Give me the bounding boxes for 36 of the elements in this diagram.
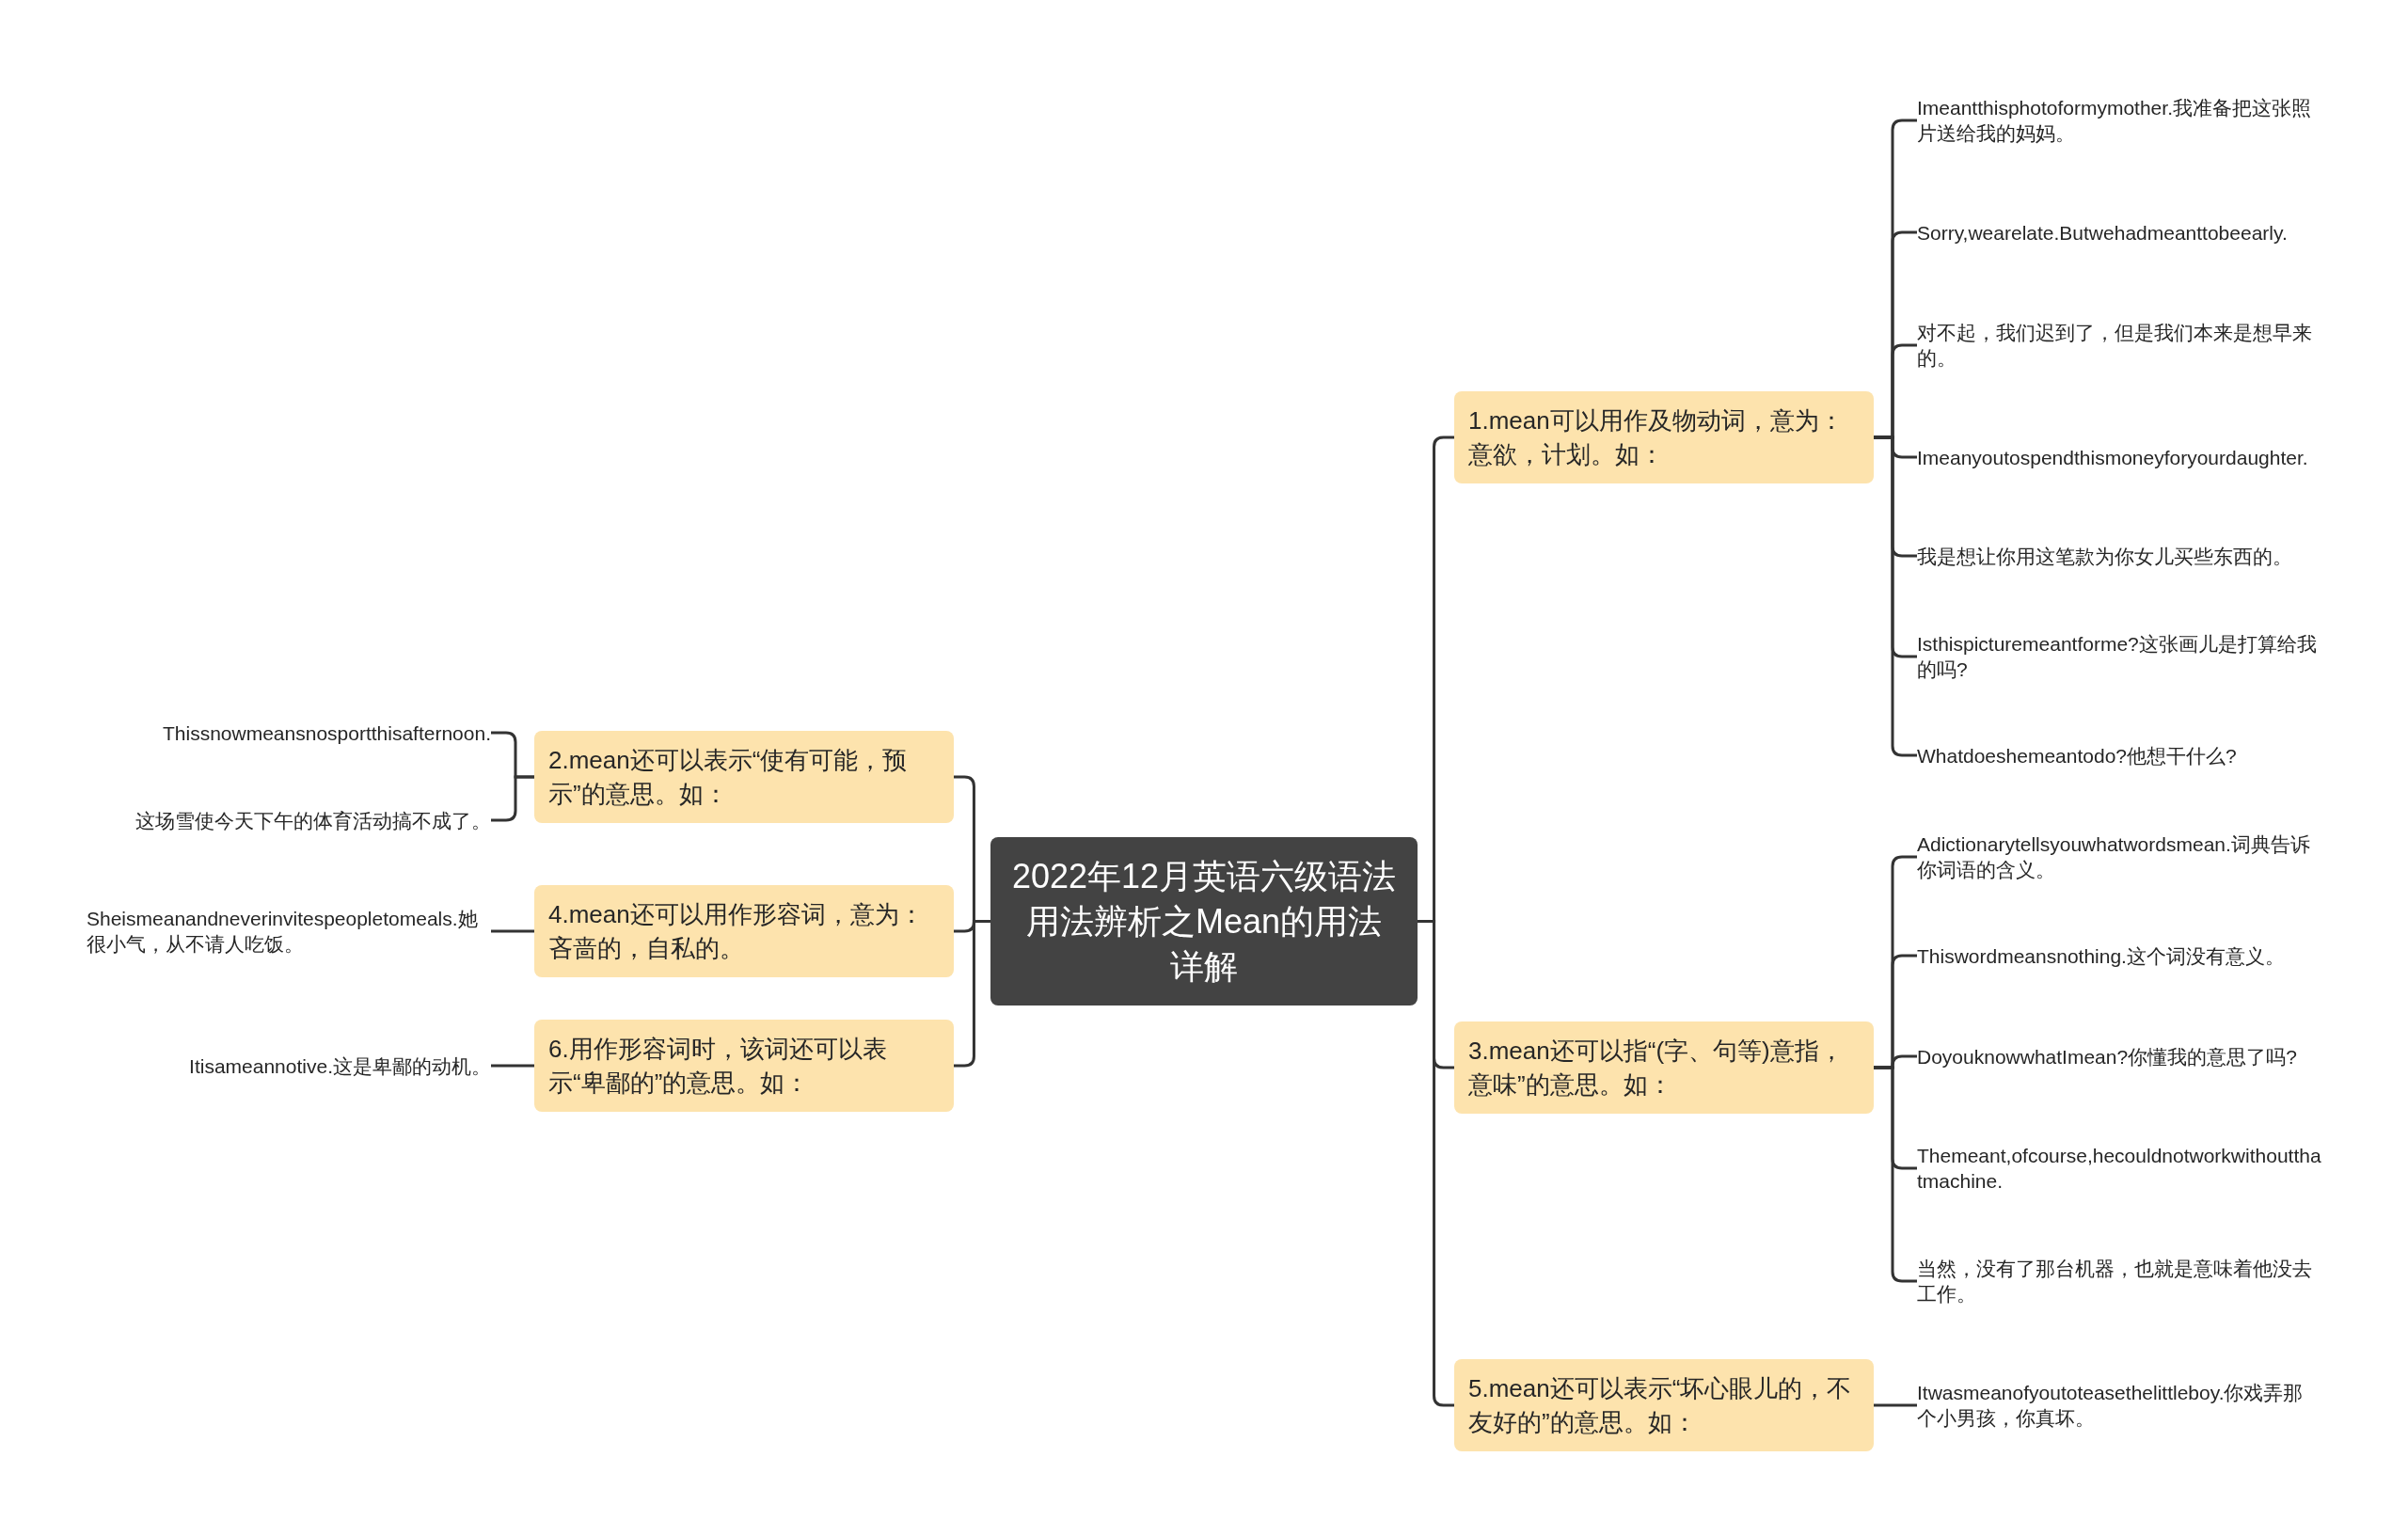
example-sentence: Thissnowmeansnosportthisafternoon. xyxy=(162,720,491,746)
example-sentence: 对不起，我们迟到了，但是我们本来是想早来的。 xyxy=(1917,321,2313,371)
example-sentence: Sorry,wearelate.Butwehadmeanttobeearly. xyxy=(1917,220,2288,245)
subtopic-text: 3.mean还可以指“(字、句等)意指，意味”的意思。如： xyxy=(1468,1036,1845,1101)
connector-line xyxy=(491,775,534,822)
subtopic-text: 1.mean可以用作及物动词，意为：意欲，计划。如： xyxy=(1468,405,1845,470)
subtopic-box xyxy=(1454,391,1874,483)
example-sentence: Itisameannotive.这是卑鄙的动机。 xyxy=(189,1053,491,1079)
connector-line xyxy=(491,1064,534,1068)
subtopic-text: 6.用作形容词时，该词还可以表示“卑鄙的”的意思。如： xyxy=(548,1034,888,1099)
example-sentence: Thiswordmeansnothing.这个词没有意义。 xyxy=(1917,943,2285,969)
example-sentence: 我是想让你用这笔款为你女儿买些东西的。 xyxy=(1917,544,2292,569)
central-topic-text: 2022年12月英语六级语法用法辨析之Mean的用法详解 xyxy=(1011,855,1397,988)
example-sentence: Itwasmeanofyoutoteasethelittleboy.你戏弄那个小男孩，你真坏。 xyxy=(1917,1381,2305,1431)
example-sentence: 这场雪使今天下午的体育活动搞不成了。 xyxy=(135,808,491,833)
subtopic-text: 2.mean还可以表示“使有可能，预示”的意思。如： xyxy=(548,745,909,810)
subtopic-box xyxy=(534,731,954,823)
example-sentence: DoyouknowwhatImean?你懂我的意思了吗? xyxy=(1917,1044,2297,1069)
subtopic-box xyxy=(534,1020,954,1112)
subtopic-box xyxy=(534,885,954,977)
connector-line xyxy=(954,920,990,1068)
subtopic-box xyxy=(1454,1359,1874,1451)
example-sentence: 当然，没有了那台机器，也就是意味着他没去工作。 xyxy=(1917,1257,2313,1306)
example-sentence: Themeant,ofcourse,hecouldnotworkwithoutthatmachine. xyxy=(1917,1144,2321,1194)
example-sentence: Imeanyoutospendthismoneyforyourdaughter. xyxy=(1917,445,2308,470)
connector-line xyxy=(1874,1403,1917,1407)
example-sentence: Imeantthisphotoformymother.我准备把这张照片送给我的妈妈。 xyxy=(1917,96,2312,146)
example-sentence: Isthispicturemeantforme?这张画儿是打算给我的吗? xyxy=(1917,632,2318,682)
subtopic-text: 5.mean还可以表示“坏心眼儿的，不友好的”的意思。如： xyxy=(1468,1373,1853,1438)
central-topic-box xyxy=(990,837,1418,1006)
subtopic-box xyxy=(1454,1021,1874,1114)
example-sentence: Adictionarytellsyouwhatwordsmean.词典告诉你词语的含义。 xyxy=(1917,832,2311,882)
subtopic-text: 4.mean还可以用作形容词，意为：吝啬的，自私的。 xyxy=(548,899,925,964)
example-sentence: Whatdoeshemeantodo?他想干什么? xyxy=(1917,743,2237,768)
connector-line xyxy=(491,929,534,933)
example-sentence: Sheismeanandneverinvitespeopletomeals.她很小气，从不请人吃饭。 xyxy=(87,907,479,957)
